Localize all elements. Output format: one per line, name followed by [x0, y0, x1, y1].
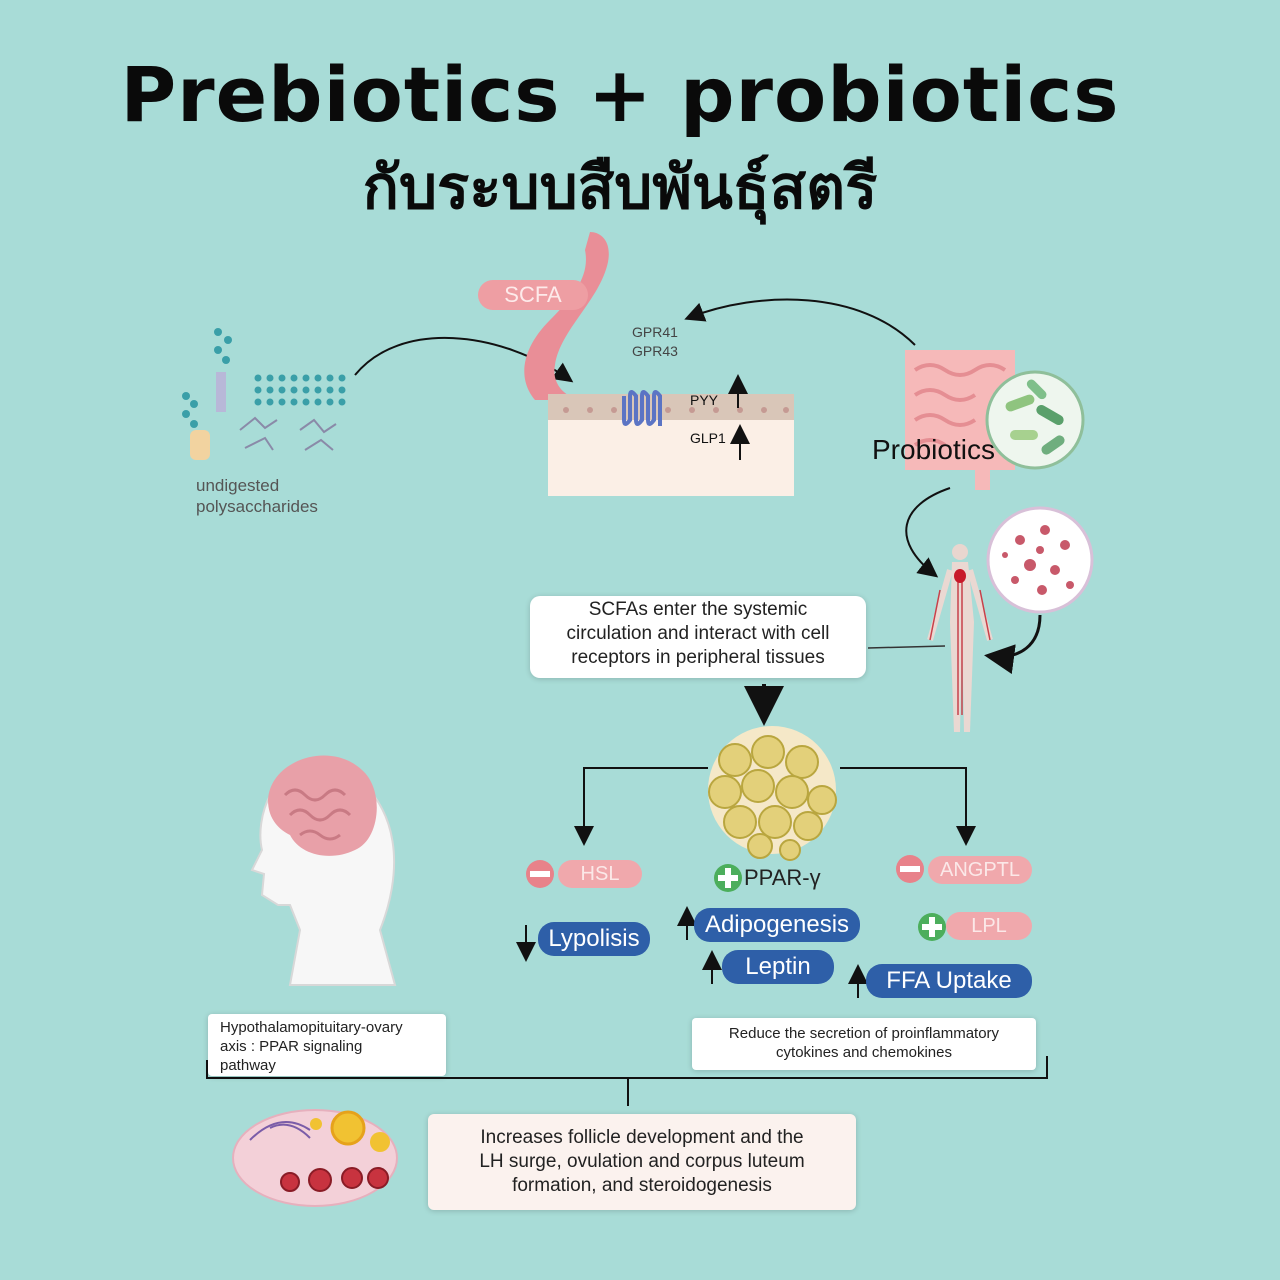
ppar-label: PPAR-γ	[744, 865, 821, 890]
receptor-icon	[622, 390, 662, 426]
lypolisis-pill: Lypolisis	[538, 922, 650, 956]
gpr41-label: GPR41	[632, 324, 678, 340]
prebiotic-label-line1: undigested	[196, 476, 280, 495]
cytokine-box-line2: cytokines and chemokines	[776, 1044, 952, 1061]
lpl-pill: LPL	[946, 912, 1032, 940]
ffa-uptake-pill: FFA Uptake	[866, 964, 1032, 998]
page-title: Prebiotics + probiotics	[120, 50, 1120, 139]
adipogenesis-pill: Adipogenesis	[694, 908, 860, 942]
scfa-label: SCFA	[478, 280, 588, 310]
pyy-label: PYY	[690, 392, 719, 408]
plus-icon	[918, 913, 946, 941]
intestine-epithelium-icon	[524, 232, 794, 496]
angptl-pill: ANGPTL	[928, 856, 1032, 884]
human-body-icon	[927, 544, 993, 732]
cytokine-box-line1: Reduce the secretion of proinflammatory	[728, 1025, 1000, 1042]
scfa-box-line3: receptors in peripheral tissues	[571, 647, 825, 668]
hpo-box-line2: axis : PPAR signaling	[220, 1038, 363, 1055]
follicle-box-line3: formation, and steroidogenesis	[512, 1175, 772, 1196]
arrow-up-icon	[677, 906, 868, 998]
adipocyte-cluster-icon	[708, 726, 837, 861]
scfa-circulation-box: SCFAs enter the systemic circulation and…	[530, 596, 866, 678]
blood-cells-icon	[984, 506, 1094, 675]
ovary-icon	[232, 1109, 398, 1207]
arrow-up-icon	[728, 374, 750, 460]
hsl-pill: HSL	[558, 860, 642, 888]
plus-icon	[714, 864, 742, 892]
minus-icon	[896, 855, 924, 883]
follicle-box-line1: Increases follicle development and the	[480, 1127, 804, 1148]
glp1-label: GLP1	[690, 430, 726, 446]
polysaccharide-icon	[182, 328, 346, 460]
leptin-pill: Leptin	[722, 950, 834, 984]
hpo-box-line3: pathway	[220, 1057, 276, 1074]
follicle-development-box: Increases follicle development and the L…	[428, 1114, 856, 1210]
scfa-box-line1: SCFAs enter the systemic	[588, 599, 808, 620]
hpo-axis-box: Hypothalamopituitary-ovary axis : PPAR s…	[208, 1014, 446, 1076]
follicle-box-line2: LH surge, ovulation and corpus luteum	[479, 1151, 805, 1172]
page-subtitle: กับระบบสืบพันธุ์สตรี	[362, 153, 878, 223]
bacteria-icon	[985, 370, 1085, 470]
prebiotic-label-line2: polysaccharides	[196, 497, 318, 516]
cytokine-box: Reduce the secretion of proinflammatory …	[692, 1018, 1036, 1070]
gpr43-label: GPR43	[632, 343, 678, 359]
intestine-icon	[905, 350, 1015, 490]
scfa-box-line2: circulation and interact with cell	[566, 623, 830, 644]
minus-icon	[526, 860, 554, 888]
hpo-box-line1: Hypothalamopituitary-ovary	[220, 1019, 403, 1036]
brain-head-icon	[250, 755, 397, 986]
probiotics-label: Probiotics	[872, 434, 995, 465]
